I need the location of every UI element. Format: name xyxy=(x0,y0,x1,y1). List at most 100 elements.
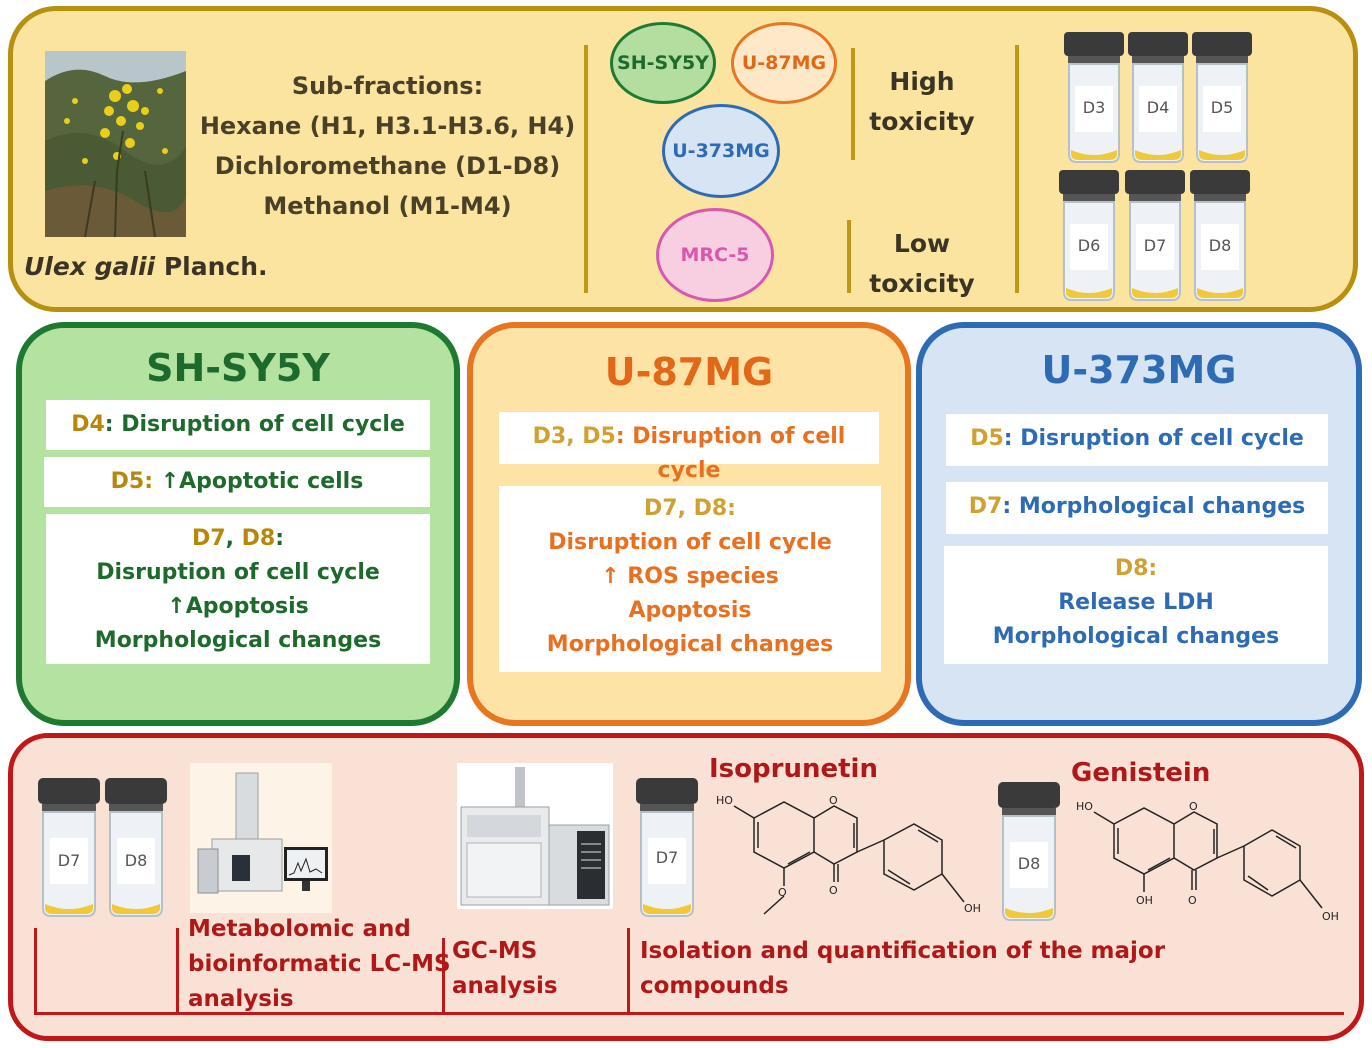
gcms-line2: analysis xyxy=(452,973,558,999)
low-toxicity-line2: toxicity xyxy=(869,269,975,298)
vial-label-d8: D8 xyxy=(1208,236,1232,255)
top-separator-2 xyxy=(1015,45,1019,293)
bottom-line-vert-2 xyxy=(176,928,179,1014)
high-toxicity-label: High toxicity xyxy=(858,62,986,142)
isoprunetin-oh-label: OH xyxy=(964,902,981,915)
panel-u373mg-title: U-373MG xyxy=(1041,348,1237,392)
isoprunetin-ring-o-label: O xyxy=(829,794,838,807)
bottom-vial-genistein-d8: D8 xyxy=(997,782,1061,922)
panel-shsy5y-title: SH-SY5Y xyxy=(146,346,330,390)
u87-line-cellcycle: Disruption of cell cycle xyxy=(548,530,832,555)
u373-line-morph: Morphological changes xyxy=(992,624,1280,649)
vial-label-d5: D5 xyxy=(1210,98,1234,117)
vial-d8: D8 xyxy=(1189,170,1251,302)
genistein-ho-label: HO xyxy=(1076,800,1093,813)
u87-d3d5-code: D3, D5 xyxy=(532,424,616,449)
bottom-vial-label-genistein: D8 xyxy=(1017,854,1041,873)
isoprunetin-methoxy-o-label: O xyxy=(778,886,787,899)
shsy5y-d5-sep: : xyxy=(144,469,161,494)
up-arrow-icon: ↑ xyxy=(160,469,180,494)
shsy5y-d5-text: Apoptotic cells xyxy=(179,469,364,494)
low-toxicity-label: Low toxicity xyxy=(858,224,986,304)
u87-d3d5-text: : Disruption of cell cycle xyxy=(615,424,846,483)
bottom-line-vert-4 xyxy=(627,928,630,1014)
shsy5y-d8-code: D8 xyxy=(241,526,276,551)
u87-d7d8-head: D7, D8: xyxy=(644,496,736,521)
shsy5y-line-morph: Morphological changes xyxy=(94,628,382,653)
u373-line-ldh: Release LDH xyxy=(1058,590,1214,615)
u373-d5-text: : Disruption of cell cycle xyxy=(1003,426,1304,451)
shsy5y-comma: , xyxy=(225,526,242,551)
compound-isoprunetin: Isoprunetin xyxy=(709,754,878,784)
subfraction-dichloromethane: Dichloromethane (D1-D8) xyxy=(214,152,561,180)
ulex-plant-photo xyxy=(45,51,186,237)
shsy5y-box-d7d8: D7, D8: Disruption of cell cycle ↑Apopto… xyxy=(46,514,430,664)
vial-label-d4: D4 xyxy=(1146,98,1170,117)
vial-d4: D4 xyxy=(1127,32,1189,164)
u373-d5-code: D5 xyxy=(970,426,1004,451)
panel-u373mg: U-373MG D5: Disruption of cell cycle D7:… xyxy=(916,322,1362,726)
isoprunetin-structure: HO O O O OH xyxy=(716,794,981,915)
panel-u87mg: U-87MG D3, D5: Disruption of cell cycle … xyxy=(467,322,911,726)
genistein-oh4-label: OH xyxy=(1322,910,1339,923)
shsy5y-d7-code: D7 xyxy=(192,526,226,551)
bottom-line-vert-1 xyxy=(34,928,37,1014)
isolation-line2: compounds xyxy=(640,973,789,999)
species-italic: Ulex galii xyxy=(24,252,156,281)
genistein-structure: HO O O OH OH xyxy=(1076,800,1339,923)
gcms-instrument-icon xyxy=(457,763,613,909)
lcms-line2: bioinformatic LC-MS xyxy=(188,951,451,977)
ellipse-u373mg: U-373MG xyxy=(662,104,780,198)
genistein-oh5-label: OH xyxy=(1136,894,1153,907)
top-separator-1 xyxy=(584,45,588,293)
u87-box-d7d8: D7, D8: Disruption of cell cycle ↑ ROS s… xyxy=(499,486,881,672)
bottom-vial-d7: D7 xyxy=(37,778,101,918)
species-name: Ulex galii Planch. xyxy=(24,252,268,281)
up-arrow-icon: ↑ xyxy=(601,564,620,589)
vial-d3: D3 xyxy=(1063,32,1125,164)
bottom-vial-label-isoprunetin: D7 xyxy=(655,848,679,867)
shsy5y-d4-code: D4 xyxy=(71,412,105,437)
shsy5y-box-d5: D5: ↑Apoptotic cells xyxy=(44,457,430,507)
u87-line-ros: ROS species xyxy=(627,564,779,589)
u87-line-apoptosis: Apoptosis xyxy=(628,598,752,623)
shsy5y-colon: : xyxy=(275,526,284,551)
u373-d7-code: D7 xyxy=(968,494,1003,519)
subfraction-hexane: Hexane (H1, H3.1-H3.6, H4) xyxy=(199,112,576,140)
up-arrow-icon: ↑ xyxy=(167,594,186,619)
vial-d5: D5 xyxy=(1191,32,1253,164)
subfractions-title: Sub-fractions: xyxy=(291,72,484,100)
u87-box-d3d5: D3, D5: Disruption of cell cycle xyxy=(499,412,879,483)
gcms-line1: GC-MS xyxy=(452,938,538,964)
ellipse-shsy5y: SH-SY5Y xyxy=(610,22,716,104)
species-author: Planch. xyxy=(155,252,268,281)
low-toxicity-line1: Low xyxy=(893,229,951,258)
vial-d7: D7 xyxy=(1124,170,1186,302)
genistein-ring-o-label: O xyxy=(1189,800,1198,813)
isolation-text: Isolation and quantification of the majo… xyxy=(640,934,1165,1004)
shsy5y-box-d4: D4: Disruption of cell cycle xyxy=(46,400,430,450)
shsy5y-d4-text: : Disruption of cell cycle xyxy=(104,412,405,437)
bottom-vial-label-d8: D8 xyxy=(124,851,148,870)
lcms-line1: Metabolomic and xyxy=(188,916,411,942)
bottom-line-horizontal xyxy=(34,1012,1344,1015)
panel-shsy5y: SH-SY5Y D4: Disruption of cell cycle D5:… xyxy=(16,322,460,726)
subfraction-methanol: Methanol (M1-M4) xyxy=(263,192,512,220)
bottom-vial-isoprunetin-d7: D7 xyxy=(635,778,699,918)
u373-d8-head: D8: xyxy=(1114,556,1158,581)
u87-line-morph: Morphological changes xyxy=(546,632,834,657)
u373-box-d8: D8: Release LDH Morphological changes xyxy=(944,546,1328,664)
isoprunetin-carbonyl-o-label: O xyxy=(829,884,838,897)
gcms-text: GC-MS analysis xyxy=(452,934,558,1004)
vial-d6: D6 xyxy=(1058,170,1120,302)
high-toxicity-line2: toxicity xyxy=(869,107,975,136)
high-toxicity-line1: High xyxy=(889,67,955,96)
ellipse-mrc5: MRC-5 xyxy=(656,208,774,302)
u373-box-d7: D7: Morphological changes xyxy=(946,482,1328,534)
panel-u87mg-title: U-87MG xyxy=(604,350,774,394)
u373-box-d5: D5: Disruption of cell cycle xyxy=(946,414,1328,466)
lcms-text: Metabolomic and bioinformatic LC-MS anal… xyxy=(188,912,451,1017)
shsy5y-line-cellcycle: Disruption of cell cycle xyxy=(96,560,380,585)
compound-genistein: Genistein xyxy=(1071,758,1211,788)
bottom-vial-label-d7: D7 xyxy=(57,851,81,870)
